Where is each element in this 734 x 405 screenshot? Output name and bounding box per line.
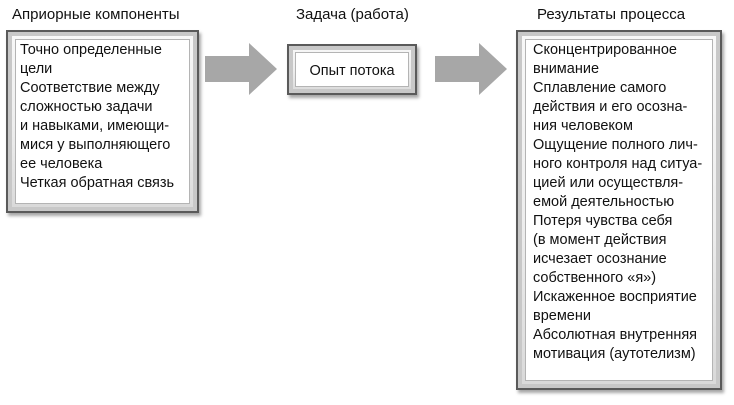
heading-outcomes: Результаты процесса — [537, 6, 686, 23]
antecedents-box-inner — [15, 39, 190, 204]
outcomes-line: Потеря чувства себя — [533, 213, 673, 229]
outcomes-line: собственного «я») — [533, 270, 657, 286]
outcomes-box-inner — [525, 39, 713, 381]
outcomes-text: Сконцентрированное внимание Сплавление с… — [533, 41, 719, 364]
arrow-right-icon — [205, 43, 277, 95]
outcomes-box: Сконцентрированное внимание Сплавление с… — [516, 30, 722, 390]
outcomes-line: времени — [533, 308, 591, 324]
outcomes-line: Сплавление самого — [533, 80, 667, 96]
outcomes-line: Абсолютная внутренняя — [533, 327, 698, 343]
outcomes-line: емой деятельностью — [533, 194, 675, 210]
outcomes-line: ного контроля над ситуа- — [533, 156, 703, 172]
heading-antecedents: Априорные компоненты — [12, 6, 180, 23]
outcomes-line: мотивация (аутотелизм) — [533, 346, 696, 362]
antecedents-line: мися у выполняющего — [20, 137, 171, 153]
antecedents-text: Точно определенные цели Соответствие меж… — [20, 41, 195, 193]
arrow-right-icon — [435, 43, 507, 95]
antecedents-line: цели — [20, 61, 53, 77]
outcomes-line: ния человеком — [533, 118, 633, 134]
outcomes-line: Сконцентрированное — [533, 42, 677, 58]
antecedents-box: Точно определенные цели Соответствие меж… — [6, 30, 199, 213]
outcomes-line: цией или осуществля- — [533, 175, 684, 191]
antecedents-line: Точно определенные — [20, 42, 162, 58]
antecedents-line: Четкая обратная связь — [20, 175, 175, 191]
flow-experience-box: Опыт потока — [287, 44, 417, 95]
arrow-right-shape — [435, 43, 507, 95]
arrow-right-shape — [205, 43, 277, 95]
flow-experience-label: Опыт потока — [309, 63, 395, 79]
outcomes-line: (в момент действия — [533, 232, 667, 248]
heading-task: Задача (работа) — [296, 6, 409, 23]
antecedents-line: Соответствие между — [20, 80, 160, 96]
outcomes-line: Искаженное восприятие — [533, 289, 697, 305]
antecedents-line: сложностью задачи — [20, 99, 153, 115]
outcomes-line: исчезает осознание — [533, 251, 667, 267]
flow-experience-box-inner — [295, 52, 409, 87]
antecedents-line: и навыками, имеющи- — [20, 118, 170, 134]
outcomes-line: Ощущение полного лич- — [533, 137, 698, 153]
outcomes-line: внимание — [533, 61, 600, 77]
outcomes-line: действия и его осозна- — [533, 99, 688, 115]
antecedents-line: ее человека — [20, 156, 103, 172]
